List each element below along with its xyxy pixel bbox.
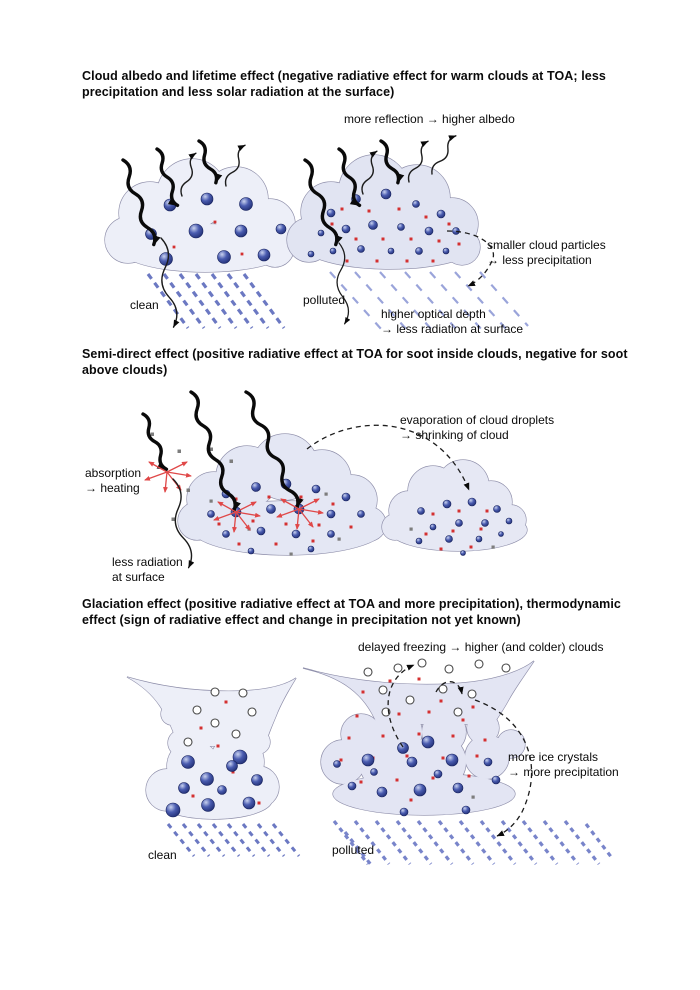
rain-polluted-3 xyxy=(332,820,614,867)
link-delayed-freezing-arrows xyxy=(387,664,464,748)
link-evaporation-arrow xyxy=(306,424,470,491)
label-less-radiation: less radiation at surface xyxy=(112,555,183,585)
label-delayed-freezing: delayed freezing → higher (and colder) c… xyxy=(358,640,604,654)
rain-polluted-1 xyxy=(329,271,529,331)
rain-clean-3 xyxy=(166,823,301,857)
panel1-heading: Cloud albedo and lifetime effect (negati… xyxy=(82,69,606,100)
particles-polluted-3 xyxy=(333,677,501,817)
label-polluted-3: polluted xyxy=(332,843,375,857)
cloud-clean-3 xyxy=(126,676,297,820)
label-more-ice: more ice crystals → more precipitation xyxy=(508,750,619,780)
rain-clean-1 xyxy=(146,273,286,329)
cloud-droplets-small-2 xyxy=(409,497,513,556)
soot-above-cloud-2 xyxy=(150,432,233,521)
cloud-droplets-polluted-1 xyxy=(307,188,461,263)
panel2-heading: Semi-direct effect (positive radiative e… xyxy=(82,347,628,378)
label-clean-1: clean xyxy=(130,298,159,312)
cloud-polluted-1 xyxy=(286,154,481,270)
label-absorption: absorption → heating xyxy=(85,466,142,496)
cloud-small-2 xyxy=(381,459,528,552)
label-polluted-1: polluted xyxy=(303,293,346,307)
label-optical-depth: higher optical depth → less radiation at… xyxy=(381,307,524,337)
label-clean-3: clean xyxy=(148,848,177,862)
link-more-ice-arrow xyxy=(474,699,533,837)
label-smaller-particles: smaller cloud particles → less precipita… xyxy=(487,238,606,268)
particles-clean-3 xyxy=(165,700,263,818)
ice-crystals-polluted-3 xyxy=(363,658,511,717)
ice-crystals-clean-3 xyxy=(183,687,257,747)
panel3-heading: Glaciation effect (positive radiative ef… xyxy=(82,597,621,628)
label-evaporation: evaporation of cloud droplets → shrinkin… xyxy=(400,413,555,443)
label-more-reflection: more reflection → higher albedo xyxy=(344,112,515,126)
